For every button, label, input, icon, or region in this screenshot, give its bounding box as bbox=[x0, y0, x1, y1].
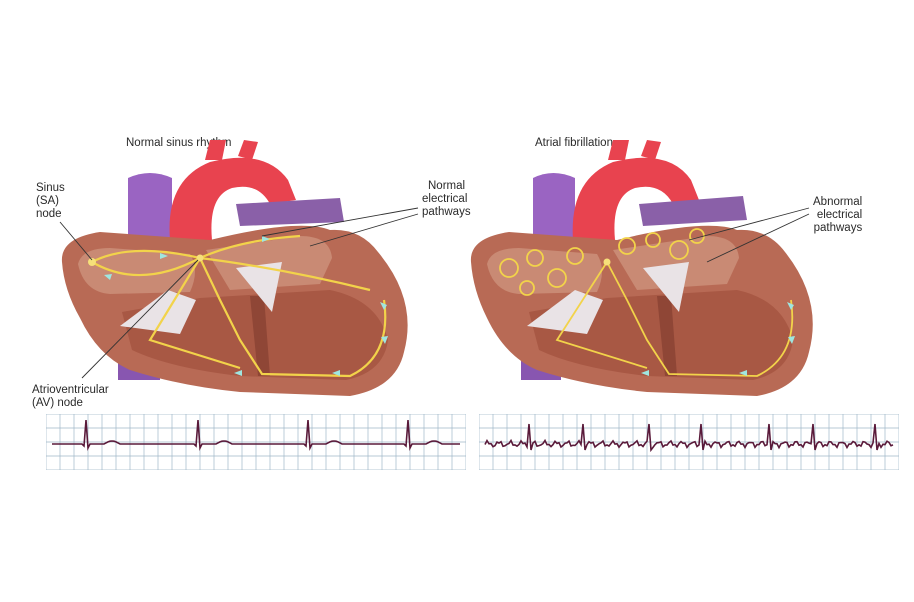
normal-pathways-label: Normal electrical pathways bbox=[422, 180, 471, 219]
heart-illustration bbox=[59, 140, 419, 396]
mitral-valve bbox=[236, 262, 282, 312]
right-atrium bbox=[78, 248, 195, 294]
label-line: (AV) node bbox=[32, 397, 83, 409]
label-line: electrical bbox=[422, 193, 468, 205]
tricuspid-valve bbox=[120, 290, 196, 334]
ecg-grid bbox=[479, 414, 899, 470]
label-line: Abnormal bbox=[813, 196, 863, 208]
label-line: Normal bbox=[428, 180, 466, 192]
sa-node-label: Sinus (SA) node bbox=[36, 182, 65, 221]
label-line: electrical bbox=[816, 209, 863, 221]
label-line: pathways bbox=[422, 206, 471, 218]
pulmonary-artery bbox=[236, 198, 344, 226]
pathway-arrows bbox=[104, 236, 388, 376]
ecg-trace bbox=[52, 419, 460, 451]
av-node bbox=[196, 254, 204, 262]
ecg-strip-afib bbox=[479, 414, 899, 470]
ecg-trace bbox=[484, 423, 894, 453]
heart-illustration bbox=[470, 140, 813, 396]
atrial-fibrillation-panel: Atrial fibrillation bbox=[457, 0, 914, 602]
abnormal-pathways-label: Abnormal electrical pathways bbox=[813, 196, 862, 235]
superior-vena-cava bbox=[128, 173, 172, 250]
label-line: Atrioventricular bbox=[32, 384, 109, 396]
panel-title: Atrial fibrillation bbox=[535, 137, 613, 149]
label-line: node bbox=[36, 208, 62, 220]
ecg-strip-normal bbox=[46, 414, 466, 470]
abnormal-pathways bbox=[499, 228, 794, 377]
label-line: pathways bbox=[813, 222, 863, 234]
label-line: (SA) bbox=[36, 195, 59, 207]
left-atrium bbox=[206, 236, 332, 290]
panel-title: Normal sinus rhythm bbox=[126, 137, 232, 149]
av-node-label: Atrioventricular (AV) node bbox=[32, 384, 109, 410]
normal-sinus-rhythm-panel: Normal sinus rhythm bbox=[32, 137, 471, 470]
sa-node bbox=[88, 258, 96, 266]
label-line: Sinus bbox=[36, 182, 65, 194]
aorta bbox=[169, 157, 296, 240]
